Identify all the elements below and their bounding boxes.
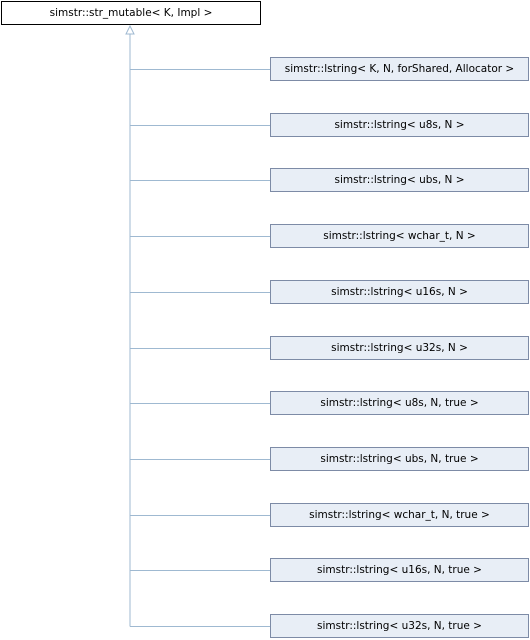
derived-class-label: simstr::lstring< u16s, N, true >: [317, 564, 482, 576]
inheritance-arrowhead: [125, 24, 135, 35]
derived-class-node[interactable]: simstr::lstring< u16s, N, true >: [270, 558, 529, 582]
derived-class-label: simstr::lstring< ubs, N, true >: [320, 453, 479, 465]
derived-class-label: simstr::lstring< u32s, N, true >: [317, 620, 482, 632]
derived-class-label: simstr::lstring< u16s, N >: [331, 286, 468, 298]
derived-class-node[interactable]: simstr::lstring< u8s, N, true >: [270, 391, 529, 415]
base-class-label: simstr::str_mutable< K, Impl >: [49, 7, 213, 19]
derived-class-node[interactable]: simstr::lstring< ubs, N, true >: [270, 447, 529, 471]
derived-class-node[interactable]: simstr::lstring< u32s, N >: [270, 336, 529, 360]
derived-class-node[interactable]: simstr::lstring< u32s, N, true >: [270, 614, 529, 638]
derived-class-label: simstr::lstring< wchar_t, N, true >: [309, 509, 490, 521]
derived-class-label: simstr::lstring< K, N, forShared, Alloca…: [284, 63, 515, 75]
base-class-node[interactable]: simstr::str_mutable< K, Impl >: [1, 1, 261, 25]
derived-class-label: simstr::lstring< u32s, N >: [331, 342, 468, 354]
inheritance-edges: [125, 24, 270, 627]
derived-class-label: simstr::lstring< u8s, N, true >: [320, 397, 479, 409]
derived-class-node[interactable]: simstr::lstring< wchar_t, N, true >: [270, 503, 529, 527]
derived-class-node[interactable]: simstr::lstring< wchar_t, N >: [270, 224, 529, 248]
derived-class-node[interactable]: simstr::lstring< ubs, N >: [270, 168, 529, 192]
derived-class-label: simstr::lstring< u8s, N >: [334, 119, 465, 131]
derived-class-node[interactable]: simstr::lstring< u8s, N >: [270, 113, 529, 137]
derived-class-label: simstr::lstring< ubs, N >: [334, 174, 465, 186]
derived-class-node[interactable]: simstr::lstring< K, N, forShared, Alloca…: [270, 57, 529, 81]
derived-class-label: simstr::lstring< wchar_t, N >: [323, 230, 476, 242]
derived-class-node[interactable]: simstr::lstring< u16s, N >: [270, 280, 529, 304]
